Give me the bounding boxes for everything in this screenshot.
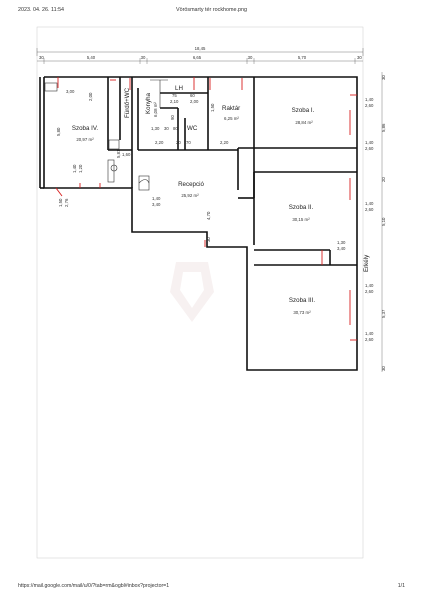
dim-d581: 5,81 (116, 149, 121, 158)
room-szoba4-area: 20,97 m² (76, 137, 94, 142)
dim-bal-340: 3,40 (337, 246, 346, 251)
dim-r3-260b: 2,60 (365, 337, 374, 342)
dim-d200b: 2,00 (190, 99, 199, 104)
room-lh-name: LH (175, 85, 183, 92)
room-szoba4-name: Szoba IV. (72, 125, 99, 132)
room-szoba1-name: Szoba I. (292, 107, 315, 114)
dim-top-2: 5,40 (87, 55, 96, 60)
dim-top-7: 30 (357, 55, 362, 60)
dim-d20: 20 (176, 140, 181, 145)
dim-r1-260b: 2,60 (365, 146, 374, 151)
dim-top-1: 30 (39, 55, 44, 60)
dim-total-width: 18,45 (195, 46, 206, 51)
header-title: Vörösmarty tér rockhome.png (175, 7, 247, 13)
room-szoba1-area: 28,84 m² (295, 120, 313, 125)
dim-d90: 90 (170, 115, 175, 120)
dim-d200: 2,00 (88, 92, 93, 101)
room-szoba2-name: Szoba II. (289, 204, 314, 211)
dim-r3-260: 2,60 (365, 289, 374, 294)
dim-d60: 60 (190, 93, 195, 98)
watermark-logo (170, 262, 214, 322)
windows (55, 77, 357, 341)
dim-r3-140b: 1,40 (365, 331, 374, 336)
dim-bal-130: 1,30 (337, 240, 346, 245)
room-konyha-area: 6,08 m² (153, 102, 158, 117)
dim-d30: 30 (164, 126, 169, 131)
room-recepcio-area: 25,92 m² (181, 193, 199, 198)
dim-right-537: 5,37 (381, 309, 386, 318)
dim-top-4: 6,65 (193, 55, 202, 60)
dim-d140: 1,40 (72, 164, 77, 173)
room-recepcio-name: Recepció (178, 181, 204, 188)
room-konyha-name: Konyha (145, 92, 152, 114)
dim-right-30: 30 (381, 75, 386, 80)
drawing-frame (36, 26, 364, 559)
header-datetime: 2023. 04. 26. 11:54 (18, 7, 65, 13)
dim-d160: 1,60 (122, 152, 131, 157)
dim-right-510: 5,10 (381, 217, 386, 226)
dim-rec-140: 1,40 (152, 196, 161, 201)
footer-url: https://mail.google.com/mail/u/0/?tab=rm… (18, 583, 170, 589)
dim-d70: 70 (186, 140, 191, 145)
dim-d580: 5,80 (56, 127, 61, 136)
room-erkely-name: Erkély (363, 254, 370, 272)
dim-d130: 1,30 (151, 126, 160, 131)
room-raktar-name: Raktár (222, 105, 240, 112)
dim-r3-140: 1,40 (365, 283, 374, 288)
room-furdo-name: Fürdő+WC (124, 87, 131, 118)
room-wc-name: WC (187, 125, 198, 132)
dim-rec-30: 30 (206, 237, 211, 242)
dim-right-30b: 30 (381, 366, 386, 371)
dim-d75: 75 (172, 93, 177, 98)
dim-d276: 2,76 (64, 198, 69, 207)
dim-top-3: 30 (141, 55, 146, 60)
dim-top-5: 30 (248, 55, 253, 60)
room-szoba3-area: 30,73 m² (293, 310, 311, 315)
dim-r1-260: 2,60 (365, 103, 374, 108)
dim-d220a: 2,20 (155, 140, 164, 145)
dim-r2-140: 1,40 (365, 201, 374, 206)
room-raktar-area: 6,25 m² (224, 116, 239, 121)
dim-top-6: 5,70 (298, 55, 307, 60)
interior-walls (107, 77, 357, 266)
dim-d300: 3,00 (66, 89, 75, 94)
dim-d120: 1,20 (78, 164, 83, 173)
dim-d210: 2,10 (170, 99, 179, 104)
fixtures (44, 82, 150, 191)
dim-d80: 80 (173, 126, 178, 131)
dim-d150: 1,50 (210, 103, 215, 112)
room-szoba3-name: Szoba III. (289, 297, 315, 304)
dim-right-20: 20 (381, 177, 386, 182)
dim-r1-140b: 1,40 (365, 140, 374, 145)
dim-d150b: 1,50 (58, 198, 63, 207)
dim-d220b: 2,20 (220, 140, 229, 145)
dim-right-586: 5,86 (381, 123, 386, 132)
dim-r1-140: 1,40 (365, 97, 374, 102)
dim-r2-260: 2,60 (365, 207, 374, 212)
dim-rec-470: 4,70 (206, 211, 211, 220)
outer-walls (39, 76, 358, 371)
dim-rec-340: 3,40 (152, 202, 161, 207)
footer-page-number: 1/1 (397, 583, 405, 589)
room-szoba2-area: 30,15 m² (292, 217, 310, 222)
